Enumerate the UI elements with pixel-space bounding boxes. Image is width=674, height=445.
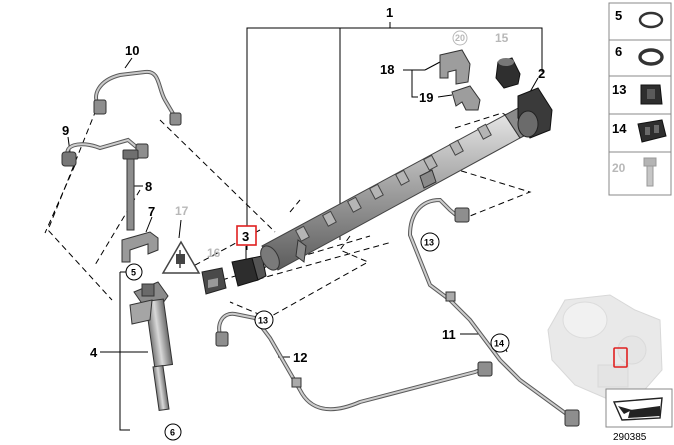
pressure-sensor-3 [231, 255, 267, 287]
bolt-8 [122, 149, 139, 231]
callout-13a-circle [420, 232, 440, 252]
callout-17: 17 [175, 204, 189, 218]
callout-20-circle [452, 30, 468, 46]
callout-14: 14 [494, 339, 504, 349]
fuel-line-10 [93, 69, 182, 126]
legend-num-6: 6 [615, 44, 622, 59]
fuel-line-12 [215, 311, 493, 412]
legend-num-13: 13 [612, 82, 626, 97]
high-pressure-pump [547, 294, 663, 401]
clamp-7 [121, 231, 159, 263]
pressure-valve-2 [517, 87, 553, 139]
callout-14-circle [490, 333, 510, 353]
cap-15 [495, 57, 521, 89]
callouts: 1 2 3 4 5 6 7 8 9 10 11 12 13 13 14 15 1… [62, 5, 545, 441]
callout-13b: 13 [258, 316, 268, 326]
callout-3-highlight-box [236, 225, 257, 246]
pump-highlight-box [613, 347, 628, 368]
leader-lines [67, 22, 543, 431]
callout-19: 19 [419, 90, 433, 105]
connector-16 [201, 267, 227, 295]
callout-10: 10 [125, 43, 139, 58]
callout-7: 7 [148, 204, 155, 219]
callout-4: 4 [90, 345, 98, 360]
injector-4 [129, 281, 174, 412]
legend-num-14: 14 [612, 121, 627, 136]
callout-5-circle [125, 263, 143, 281]
callout-11: 11 [442, 327, 456, 342]
screw-icon [643, 157, 657, 187]
warning-triangle-17 [161, 240, 201, 274]
legend-num-5: 5 [615, 8, 622, 23]
callout-12: 12 [293, 350, 307, 365]
callout-6: 6 [170, 428, 175, 438]
reference-number: 290385 [613, 432, 647, 443]
callout-6-circle [164, 423, 182, 441]
callout-8: 8 [145, 179, 152, 194]
callout-5: 5 [131, 268, 136, 278]
callout-16: 16 [207, 246, 221, 260]
callout-13a: 13 [424, 238, 434, 248]
seal-ring-icon [638, 48, 664, 66]
brackets-18-19 [439, 49, 481, 111]
callout-2: 2 [538, 66, 545, 81]
callout-3: 3 [242, 229, 249, 244]
callout-1: 1 [386, 5, 393, 20]
legend-num-20: 20 [612, 161, 626, 175]
callout-15: 15 [495, 31, 509, 45]
return-line-9 [61, 137, 149, 167]
reference-box: 290385 [605, 388, 673, 443]
fuel-line-11 [407, 197, 580, 427]
fuel-rail-1 [260, 105, 541, 271]
callout-13b-circle [254, 310, 274, 330]
callout-20: 20 [455, 33, 465, 43]
legend: 5 6 13 14 20 [608, 2, 672, 196]
callout-9: 9 [62, 123, 69, 138]
oring-icon [638, 11, 664, 29]
callout-18: 18 [380, 62, 394, 77]
